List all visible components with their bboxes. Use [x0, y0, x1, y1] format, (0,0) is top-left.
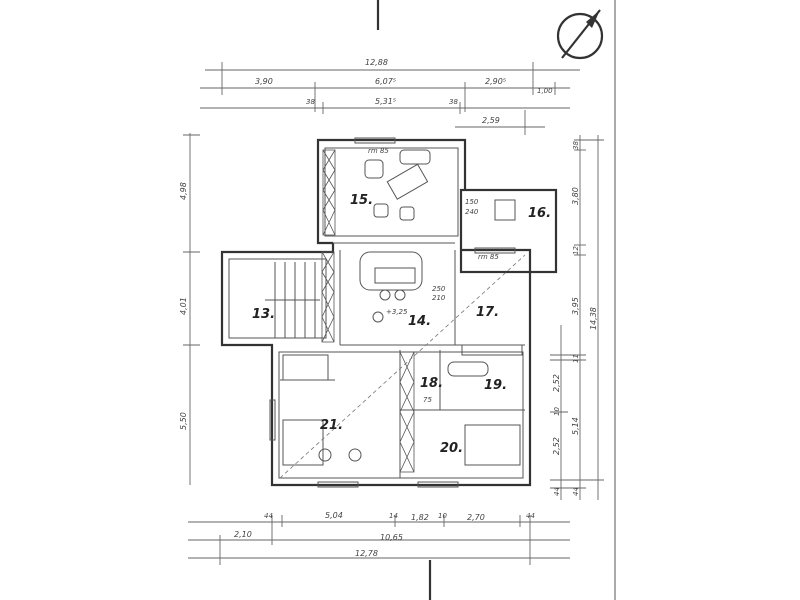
dim-top-row4: 2,59: [482, 116, 500, 125]
bath-note-18: 75: [423, 396, 432, 404]
room-label: 19.: [484, 378, 507, 393]
balcony-table: [494, 199, 516, 221]
dim-bottom-row2: 10,65: [380, 533, 403, 542]
dim-bottom-row1: 10: [438, 512, 447, 520]
room-label: 18.: [420, 376, 443, 391]
dim-right-mid: 12: [572, 246, 580, 255]
dim-top-row2: 1,00: [537, 87, 553, 95]
room-label: 21.: [320, 418, 343, 433]
dim-right-mid: 3,95: [571, 297, 580, 315]
coffee-table: [386, 163, 429, 200]
dim-top-row3: 38: [306, 98, 315, 106]
bottom-dimensions: 44 5,04 14 1,82 10 2,70 44 2,10 10,65 12…: [188, 511, 570, 565]
dim-right-mid: 44: [572, 487, 580, 496]
door-height-17: 250: [432, 285, 446, 293]
dim-left: 4,98: [179, 182, 188, 200]
wardrobe: [282, 354, 329, 381]
dim-right-outer: 14,38: [589, 307, 598, 330]
dim-left: 5,50: [179, 412, 188, 430]
dim-top-row3: 5,31⁵: [375, 97, 396, 106]
dim-right-mid: 3,80: [571, 187, 580, 205]
room-label: 16.: [528, 206, 551, 221]
dim-right-inner: 2,52: [552, 437, 561, 455]
door-width-16: 240: [465, 208, 479, 216]
dim-bottom-row1: 5,04: [325, 511, 343, 520]
left-dimensions: 4,98 4,01 5,50: [179, 133, 200, 485]
furniture: [279, 149, 526, 479]
level-marker-icon: [372, 311, 384, 323]
dim-right-mid: 38: [572, 141, 580, 150]
door-width-17: 210: [432, 294, 446, 302]
dim-bottom-row1: 44: [526, 512, 535, 520]
window-note-17: rm 85: [478, 253, 499, 261]
dim-right-mid: 5,14: [571, 417, 580, 435]
dim-bottom-row1: 14: [389, 512, 398, 520]
room-label: 14.: [408, 314, 431, 329]
room-label: 15.: [350, 193, 373, 208]
dim-top-row2: 6,07⁵: [375, 77, 396, 86]
room-label: 17.: [476, 305, 499, 320]
room-label: 13.: [252, 307, 275, 322]
room-label: 20.: [440, 441, 463, 456]
balcony-16: [459, 188, 558, 274]
desk: [282, 419, 324, 466]
dim-bottom-row2: 2,10: [234, 530, 252, 539]
dim-top-row2: 2,90⁵: [485, 77, 506, 86]
top-dimensions: 12,88 3,90 6,07⁵ 2,90⁵ 1,00 38 5,31⁵ 38 …: [200, 58, 580, 135]
north-arrow-icon: [556, 9, 604, 60]
dim-right-inner: 44: [553, 487, 561, 496]
dim-bottom-overall: 12,78: [355, 549, 378, 558]
level-annotation: +3,25: [386, 308, 408, 316]
bathtub: [447, 361, 489, 377]
dim-top-overall: 12,88: [365, 58, 388, 67]
sofa: [399, 149, 431, 165]
dim-top-row3: 38: [449, 98, 458, 106]
dim-bottom-row1: 1,82: [411, 513, 429, 522]
right-dimensions: 38 3,80 12 3,95 11 5,14 44 2,52 10 2,52 …: [550, 135, 604, 500]
window-note-15: rm 85: [368, 147, 389, 155]
dim-right-inner: 2,52: [552, 374, 561, 392]
door-height-16: 150: [465, 198, 479, 206]
armchair: [364, 159, 384, 179]
bed: [464, 424, 521, 466]
outer-walls: [220, 138, 558, 487]
dim-top-row2: 3,90: [255, 77, 273, 86]
dim-right-mid: 11: [572, 354, 580, 363]
dim-right-inner: 10: [553, 407, 561, 416]
dim-bottom-row1: 2,70: [467, 513, 485, 522]
dining-table: [374, 267, 416, 284]
dim-bottom-row1: 44: [264, 512, 273, 520]
kitchen-counter: [359, 251, 423, 291]
dim-left: 4,01: [179, 297, 188, 315]
interior-walls: [265, 137, 525, 488]
